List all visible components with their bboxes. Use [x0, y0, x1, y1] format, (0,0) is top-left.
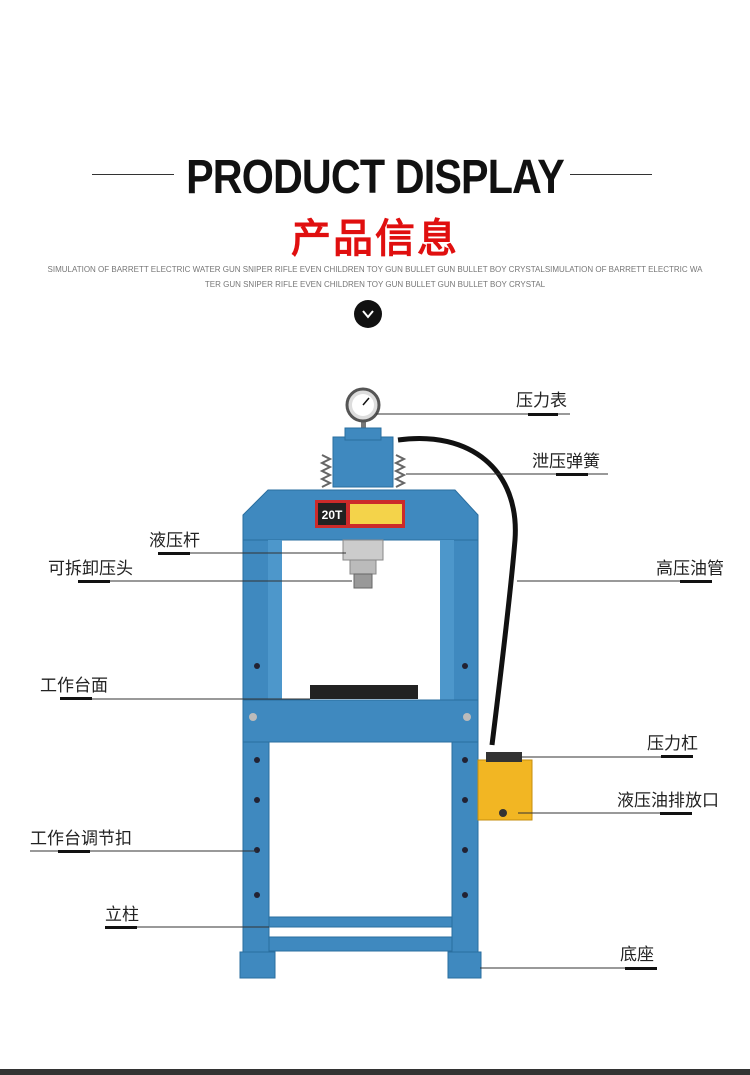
label-hydraulic-rod: 液压杆	[149, 531, 200, 551]
pressure-gauge-icon	[345, 387, 381, 423]
label-underline	[556, 473, 588, 476]
scroll-down-button[interactable]	[354, 300, 382, 328]
label-underline	[78, 580, 110, 583]
tonnage-badge: 20T	[322, 508, 343, 522]
page-title-cn: 产品信息	[291, 216, 459, 262]
label-removable-head: 可拆卸压头	[48, 559, 133, 579]
column-holes	[254, 663, 468, 898]
page-title: PRODUCT DISPLAY	[186, 151, 565, 204]
subtitle-line-2: TER GUN SNIPER RIFLE EVEN CHILDREN TOY G…	[204, 280, 546, 289]
label-base: 底座	[620, 945, 654, 965]
label-underline	[625, 967, 657, 970]
label-table-adjust-buckle: 工作台调节扣	[30, 829, 132, 849]
subtitle-line-1: SIMULATION OF BARRETT ELECTRIC WATER GUN…	[47, 265, 703, 274]
title-right-line	[570, 174, 652, 175]
label-high-pressure-hose: 高压油管	[656, 559, 724, 579]
high-pressure-hose	[397, 436, 518, 746]
label-work-table: 工作台面	[40, 676, 108, 696]
label-pressure-lever: 压力杠	[647, 734, 698, 754]
label-underline	[105, 926, 137, 929]
label-underline	[58, 850, 90, 853]
label-oil-drain-port: 液压油排放口	[617, 791, 719, 811]
label-underline	[660, 812, 692, 815]
chevron-down-icon	[362, 310, 374, 319]
label-underline	[528, 413, 558, 416]
label-underline	[60, 697, 92, 700]
label-release-spring: 泄压弹簧	[532, 452, 600, 472]
label-pressure-gauge: 压力表	[516, 391, 567, 411]
title-left-line	[92, 174, 174, 175]
label-underline	[158, 552, 190, 555]
label-underline	[680, 580, 712, 583]
label-column: 立柱	[105, 905, 139, 925]
label-underline	[661, 755, 693, 758]
release-spring	[319, 454, 407, 488]
bottom-bar	[0, 1069, 750, 1075]
